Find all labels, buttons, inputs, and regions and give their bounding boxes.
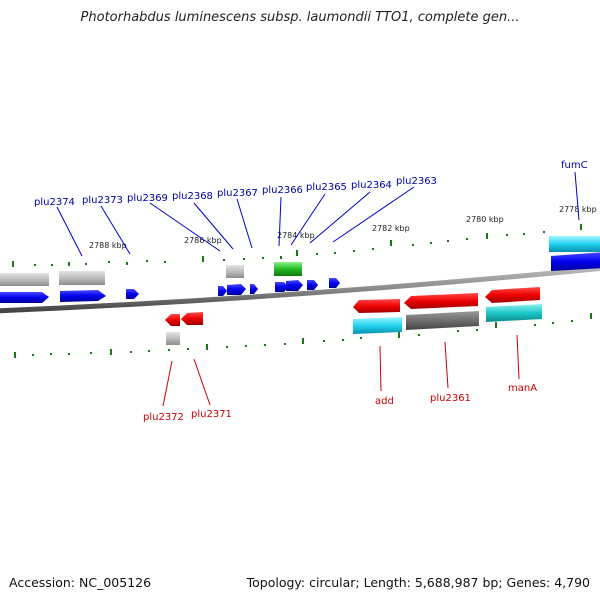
gene-label-plu2363[interactable]: plu2363 [396,176,437,187]
gene-label-plu2367[interactable]: plu2367 [217,188,258,199]
gene-label-plu2369[interactable]: plu2369 [127,193,168,204]
gene-feature-forward[interactable] [250,284,258,294]
gene-label-manA[interactable]: manA [508,383,537,394]
rna-feature-grey[interactable] [59,271,105,285]
kbp-label-2786: 2786 kbp [184,236,222,245]
reverse-tick-marks [14,313,592,358]
kbp-label-2780: 2780 kbp [466,215,504,224]
gene-feature-reverse[interactable] [165,314,180,326]
gene-feature-reverse[interactable] [485,287,540,303]
gene-label-plu2372[interactable]: plu2372 [143,412,184,423]
gene-feature-forward[interactable] [275,282,288,292]
rna-feature-green[interactable] [274,262,302,276]
rna-feature-cyan[interactable] [549,236,600,252]
gene-label-plu2361[interactable]: plu2361 [430,393,471,404]
reverse-leader-lines [162,334,520,407]
gene-feature-forward[interactable] [551,252,600,271]
gene-feature-forward[interactable] [227,284,246,295]
gene-label-plu2374[interactable]: plu2374 [34,197,75,208]
gene-label-plu2366[interactable]: plu2366 [262,185,303,196]
forward-tick-marks [12,224,582,267]
rna-feature-dark-grey[interactable] [406,311,479,330]
rna-feature-cyan[interactable] [353,317,402,334]
gene-label-plu2373[interactable]: plu2373 [82,195,123,206]
gene-label-plu2364[interactable]: plu2364 [351,180,392,191]
gene-feature-forward[interactable] [329,278,340,288]
gene-label-add[interactable]: add [375,396,394,407]
gene-feature-forward[interactable] [286,280,303,291]
rna-feature-grey[interactable] [166,332,180,345]
rna-feature-teal[interactable] [486,304,542,322]
accession-text: Accession: NC_005126 [9,575,152,590]
forward-leader-lines [56,171,580,257]
gene-feature-forward[interactable] [218,286,227,296]
gene-label-plu2368[interactable]: plu2368 [172,191,213,202]
rna-feature-grey[interactable] [226,265,244,278]
kbp-label-2784: 2784 kbp [277,231,315,240]
gene-feature-reverse[interactable] [181,312,203,325]
gene-label-plu2371[interactable]: plu2371 [191,409,232,420]
rna-feature-grey[interactable] [0,273,49,286]
genome-info-text: Topology: circular; Length: 5,688,987 bp… [246,575,590,590]
map-title: Photorhabdus luminescens subsp. laumondi… [80,10,520,25]
gene-feature-reverse[interactable] [404,293,478,309]
kbp-label-2788: 2788 kbp [89,241,127,250]
gene-feature-forward[interactable] [0,292,49,303]
gene-label-plu2365[interactable]: plu2365 [306,182,347,193]
gene-feature-forward[interactable] [307,280,318,290]
genome-backbone [0,265,600,314]
gene-feature-reverse[interactable] [353,299,400,313]
gene-feature-forward[interactable] [60,290,106,302]
gene-feature-forward[interactable] [126,289,139,299]
gene-label-fumC[interactable]: fumC [561,160,588,171]
kbp-label-2782: 2782 kbp [372,224,410,233]
